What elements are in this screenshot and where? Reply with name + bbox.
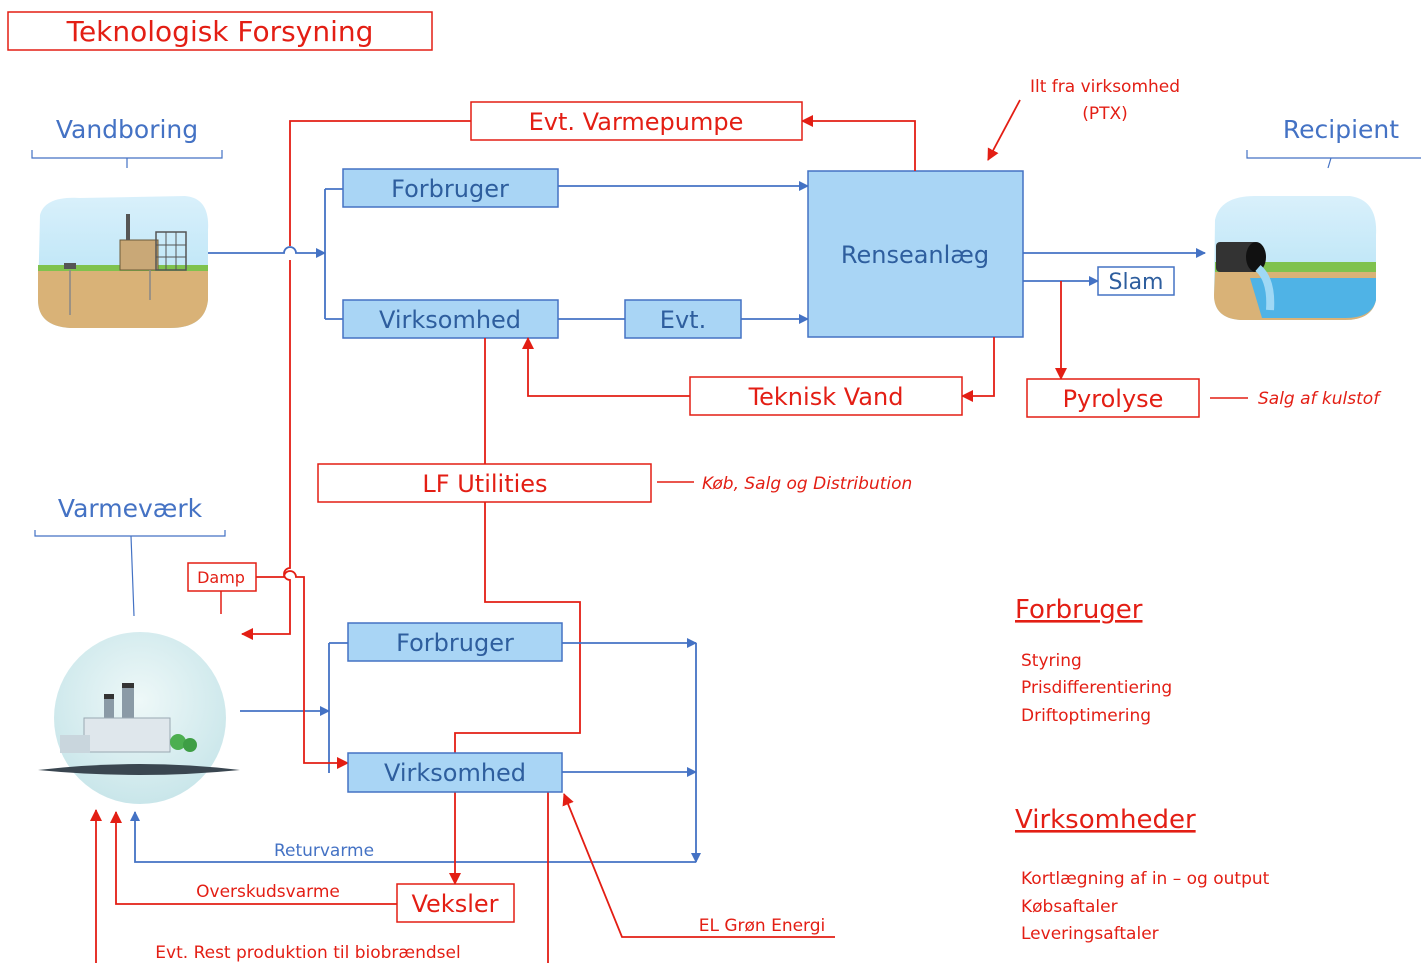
legend-item: Leveringsaftaler (1021, 924, 1159, 944)
ilt-label-line2: (PTX) (1082, 104, 1128, 124)
pyrolyse-label: Pyrolyse (1063, 385, 1164, 413)
kob-salg-label: Køb, Salg og Distribution (702, 474, 912, 494)
evt-box[interactable]: Evt. (624, 299, 742, 339)
teknisk-vand-label: Teknisk Vand (748, 383, 904, 411)
slam-label: Slam (1109, 270, 1164, 295)
el-gron-label: EL Grøn Energi (699, 916, 826, 936)
overskudsvarme-label: Overskudsvarme (196, 882, 340, 902)
lf-utilities-box[interactable]: LF Utilities (317, 463, 652, 503)
evt-varmepumpe-box[interactable]: Evt. Varmepumpe (470, 101, 803, 141)
varmevaerk-illustration (38, 632, 240, 804)
forbruger-top-label: Forbruger (391, 175, 509, 203)
renseanlaeg-label: Renseanlæg (841, 241, 989, 269)
lf-utilities-label: LF Utilities (422, 470, 547, 498)
vandboring-label: Vandboring (56, 115, 198, 144)
heat-flow-lines (130, 638, 701, 863)
varmevaerk-header: Varmeværk (34, 494, 226, 617)
water-flow-lines (208, 181, 1206, 324)
page-title: Teknologisk Forsyning (66, 15, 374, 48)
veksler-box[interactable]: Veksler (396, 883, 515, 923)
recipient-label: Recipient (1283, 115, 1399, 144)
forbruger-bottom-box[interactable]: Forbruger (347, 622, 563, 662)
recipient-header: Recipient (1246, 115, 1421, 169)
teknisk-vand-box[interactable]: Teknisk Vand (689, 376, 963, 416)
virksomhed-top-box[interactable]: Virksomhed (342, 299, 559, 339)
legend-virksomheder: Virksomheder Kortlægning af in – og outp… (1015, 805, 1270, 944)
forbruger-bottom-label: Forbruger (396, 629, 514, 657)
legend-item: Styring (1021, 651, 1082, 671)
evt-varmepumpe-label: Evt. Varmepumpe (529, 108, 744, 136)
vandboring-header: Vandboring (31, 115, 223, 168)
damp-label: Damp (197, 568, 245, 587)
legend-item: Prisdifferentiering (1021, 678, 1172, 698)
salg-kulstof-label: Salg af kulstof (1258, 389, 1382, 409)
virksomhed-top-label: Virksomhed (379, 306, 521, 334)
legend-forbruger-heading: Forbruger (1015, 595, 1143, 625)
legend-virksomheder-heading: Virksomheder (1015, 805, 1196, 835)
evt-label: Evt. (660, 306, 706, 334)
title-box: Teknologisk Forsyning (7, 11, 433, 51)
virksomhed-bottom-label: Virksomhed (384, 759, 526, 787)
damp-box[interactable]: Damp (187, 562, 257, 592)
veksler-label: Veksler (411, 890, 498, 918)
evt-rest-label: Evt. Rest produktion til biobrændsel (155, 943, 460, 963)
vandboring-illustration (38, 196, 209, 328)
varmevaerk-label: Varmeværk (58, 494, 203, 523)
ilt-label-line1: Ilt fra virksomhed (1030, 77, 1180, 97)
recipient-illustration (1214, 196, 1377, 320)
legend-item: Driftoptimering (1021, 706, 1151, 726)
returvarme-label: Returvarme (274, 841, 374, 861)
forbruger-top-box[interactable]: Forbruger (342, 168, 559, 208)
legend-item: Kortlægning af in – og output (1021, 869, 1270, 889)
legend-forbruger: Forbruger Styring Prisdifferentiering Dr… (1015, 595, 1172, 726)
slam-box[interactable]: Slam (1097, 266, 1175, 296)
legend-item: Købsaftaler (1021, 897, 1118, 917)
virksomhed-bottom-box[interactable]: Virksomhed (347, 752, 563, 793)
red-flow-lines-bottom (90, 570, 835, 963)
renseanlaeg-box[interactable]: Renseanlæg (807, 170, 1024, 338)
pyrolyse-box[interactable]: Pyrolyse (1026, 378, 1200, 418)
